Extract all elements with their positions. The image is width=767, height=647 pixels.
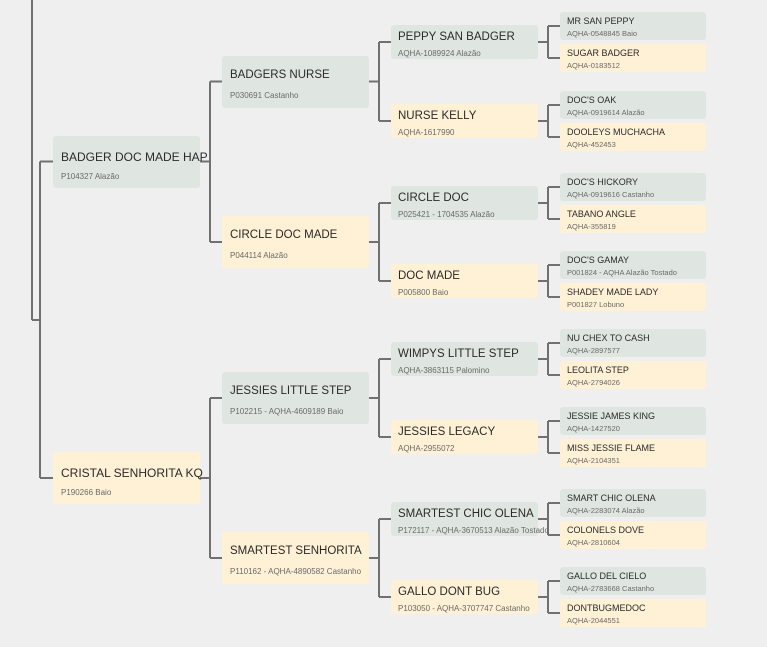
horse-name: SHADEY MADE LADY: [567, 287, 659, 297]
horse-registration: AQHA-2955072: [398, 444, 455, 453]
horse-name: DOC'S GAMAY: [567, 255, 630, 265]
node-sire-dam-dam-dam[interactable]: SHADEY MADE LADY P001827 Lobuno: [560, 283, 706, 311]
horse-registration: P110162 - AQHA-4890582 Castanho: [230, 567, 362, 576]
node-dam-dam-dam-sire[interactable]: GALLO DEL CIELO AQHA-2783668 Castanho: [560, 567, 706, 595]
horse-registration: AQHA-1089924 Alazão: [398, 49, 481, 58]
node-sire-dam-sire-sire[interactable]: DOC'S HICKORY AQHA-0919616 Castanho: [560, 173, 706, 201]
horse-name: DONTBUGMEDOC: [567, 603, 646, 613]
node-sire-sire-sire-sire[interactable]: MR SAN PEPPY AQHA-0548845 Baio: [560, 12, 706, 40]
node-sire-dam-sire-dam[interactable]: TABANO ANGLE AQHA-355819: [560, 205, 706, 233]
horse-registration: AQHA-0183512: [567, 61, 620, 70]
node-dam-sire-dam-sire[interactable]: JESSIE JAMES KING AQHA-1427520: [560, 407, 706, 435]
node-sire-dam-sire[interactable]: CIRCLE DOC P025421 - 1704535 Alazão: [391, 186, 538, 220]
horse-registration: AQHA-355819: [567, 222, 616, 231]
horse-name: DOC'S OAK: [567, 95, 617, 105]
node-sire[interactable]: BADGER DOC MADE HAP P104327 Alazão: [53, 135, 208, 188]
horse-name: JESSIE JAMES KING: [567, 411, 656, 421]
horse-registration: AQHA-2810604: [567, 538, 620, 547]
horse-registration: AQHA-3863115 Palomino: [398, 366, 490, 375]
horse-registration: AQHA-2794026: [567, 378, 620, 387]
horse-name: SUGAR BADGER: [567, 48, 640, 58]
horse-registration: P172117 - AQHA-3670513 Alazão Tostado: [398, 526, 549, 535]
horse-name: MISS JESSIE FLAME: [567, 443, 656, 453]
horse-registration: P104327 Alazão: [61, 171, 120, 181]
horse-registration: P030691 Castanho: [230, 90, 299, 100]
horse-name: WIMPYS LITTLE STEP: [398, 348, 519, 360]
horse-name: DOOLEYS MUCHACHA: [567, 127, 666, 137]
horse-name: PEPPY SAN BADGER: [398, 31, 515, 43]
horse-registration: P001824 - AQHA Alazão Tostado: [567, 268, 677, 277]
horse-name: TABANO ANGLE: [567, 209, 636, 219]
horse-name: MR SAN PEPPY: [567, 16, 635, 26]
horse-name: SMART CHIC OLENA: [567, 493, 656, 503]
horse-registration: AQHA-0548845 Baio: [567, 29, 638, 38]
node-dam-sire-dam[interactable]: JESSIES LEGACY AQHA-2955072: [391, 420, 538, 454]
node-dam-sire[interactable]: JESSIES LITTLE STEP P102215 - AQHA-46091…: [222, 372, 369, 424]
horse-name: GALLO DONT BUG: [398, 586, 501, 598]
horse-registration: P102215 - AQHA-4609189 Baio: [230, 407, 344, 416]
horse-name: NU CHEX TO CASH: [567, 333, 650, 343]
horse-registration: P190266 Baio: [61, 488, 112, 497]
node-dam[interactable]: CRISTAL SENHORITA KQ P190266 Baio: [53, 452, 203, 504]
horse-name: SMARTEST CHIC OLENA: [398, 508, 534, 520]
node-sire-sire-sire-dam[interactable]: SUGAR BADGER AQHA-0183512: [560, 44, 706, 72]
node-dam-dam-sire-sire[interactable]: SMART CHIC OLENA AQHA-2283074 Alazão: [560, 489, 706, 517]
horse-name: CRISTAL SENHORITA KQ: [61, 466, 203, 480]
horse-name: COLONELS DOVE: [567, 525, 645, 535]
node-dam-dam-dam[interactable]: GALLO DONT BUG P103050 - AQHA-3707747 Ca…: [391, 580, 538, 614]
horse-name: JESSIES LITTLE STEP: [230, 385, 352, 397]
node-dam-dam-sire-dam[interactable]: COLONELS DOVE AQHA-2810604: [560, 521, 706, 549]
horse-name: CIRCLE DOC MADE: [230, 229, 338, 241]
horse-name: SMARTEST SENHORITA: [230, 545, 362, 557]
node-sire-dam-dam[interactable]: DOC MADE P005800 Baio: [391, 264, 538, 298]
horse-registration: AQHA-452453: [567, 140, 616, 149]
horse-name: GALLO DEL CIELO: [567, 571, 647, 581]
horse-name: DOC'S HICKORY: [567, 177, 639, 187]
node-dam-sire-dam-dam[interactable]: MISS JESSIE FLAME AQHA-2104351: [560, 439, 706, 467]
node-sire-sire-dam[interactable]: NURSE KELLY AQHA-1617990: [391, 104, 538, 138]
node-sire-sire-dam-sire[interactable]: DOC'S OAK AQHA-0919614 Alazão: [560, 91, 706, 119]
horse-registration: AQHA-1427520: [567, 424, 620, 433]
node-dam-sire-sire-sire[interactable]: NU CHEX TO CASH AQHA-2897577: [560, 329, 706, 357]
horse-registration: AQHA-0919616 Castanho: [567, 190, 655, 199]
node-sire-dam[interactable]: CIRCLE DOC MADE P044114 Alazão: [222, 216, 369, 268]
horse-name: CIRCLE DOC: [398, 192, 469, 204]
horse-registration: AQHA-2044551: [567, 616, 620, 625]
horse-registration: AQHA-2283074 Alazão: [567, 506, 645, 515]
node-dam-sire-sire-dam[interactable]: LEOLITA STEP AQHA-2794026: [560, 361, 706, 389]
horse-name: LEOLITA STEP: [567, 365, 629, 375]
node-dam-dam-sire[interactable]: SMARTEST CHIC OLENA P172117 - AQHA-36705…: [391, 502, 549, 536]
node-sire-sire-dam-dam[interactable]: DOOLEYS MUCHACHA AQHA-452453: [560, 123, 706, 151]
node-sire-sire[interactable]: BADGERS NURSE P030691 Castanho: [222, 55, 369, 108]
node-sire-sire-sire[interactable]: PEPPY SAN BADGER AQHA-1089924 Alazão: [391, 25, 538, 59]
horse-name: NURSE KELLY: [398, 110, 477, 122]
horse-registration: P005800 Baio: [398, 288, 449, 297]
node-dam-dam-dam-dam[interactable]: DONTBUGMEDOC AQHA-2044551: [560, 599, 706, 627]
horse-registration: AQHA-0919614 Alazão: [567, 108, 645, 117]
horse-registration: P001827 Lobuno: [567, 300, 625, 309]
horse-registration: AQHA-2783668 Castanho: [567, 584, 655, 593]
horse-name: BADGERS NURSE: [230, 68, 330, 81]
horse-registration: P025421 - 1704535 Alazão: [398, 210, 495, 219]
horse-registration: P103050 - AQHA-3707747 Castanho: [398, 604, 530, 613]
horse-name: JESSIES LEGACY: [398, 426, 496, 438]
horse-registration: AQHA-2897577: [567, 346, 620, 355]
horse-name: DOC MADE: [398, 270, 460, 282]
horse-registration: AQHA-2104351: [567, 456, 620, 465]
horse-registration: AQHA-1617990: [398, 128, 455, 137]
horse-registration: P044114 Alazão: [230, 251, 288, 260]
node-dam-sire-sire[interactable]: WIMPYS LITTLE STEP AQHA-3863115 Palomino: [391, 342, 538, 376]
node-sire-dam-dam-sire[interactable]: DOC'S GAMAY P001824 - AQHA Alazão Tostad…: [560, 251, 706, 279]
node-dam-dam[interactable]: SMARTEST SENHORITA P110162 - AQHA-489058…: [222, 532, 369, 584]
horse-name: BADGER DOC MADE HAP: [61, 149, 208, 164]
